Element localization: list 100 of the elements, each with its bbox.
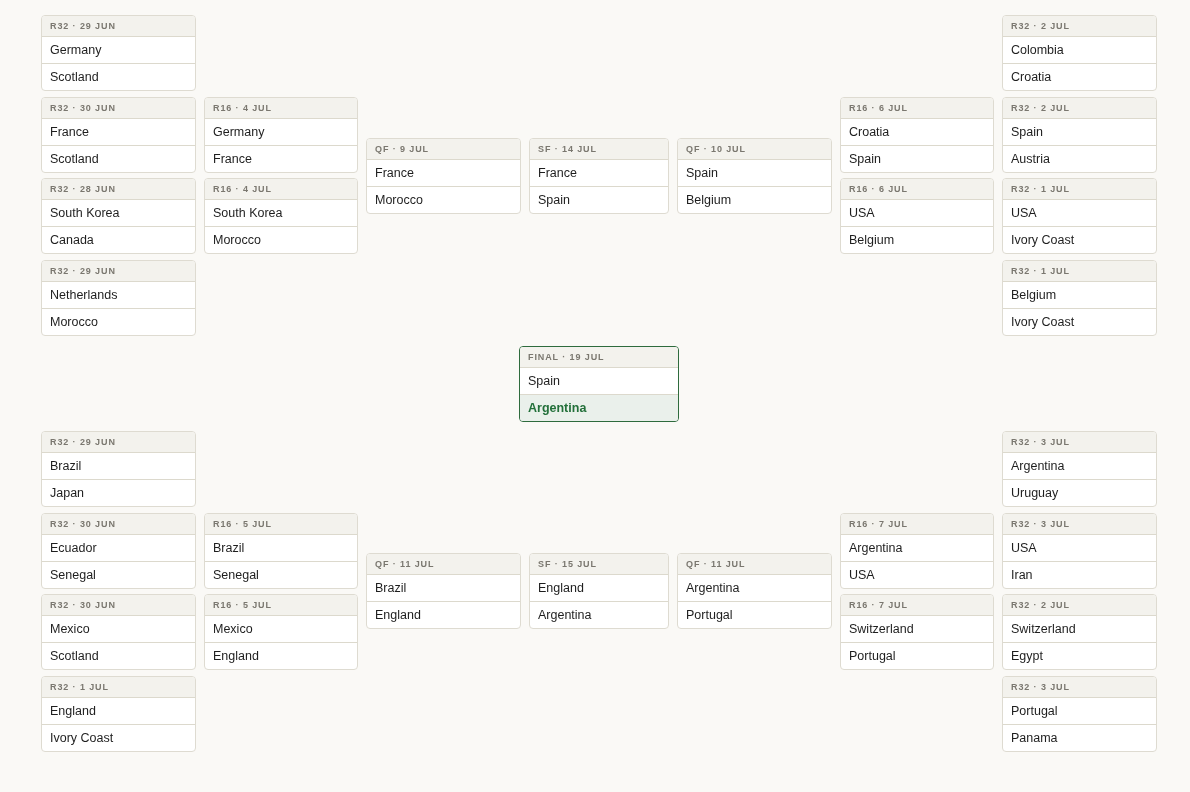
match-card <box>204 97 358 173</box>
match-card <box>41 594 196 670</box>
match-card <box>41 15 196 91</box>
team-name: England <box>42 697 195 724</box>
match-card <box>41 513 196 589</box>
match-card <box>840 594 994 670</box>
team-name: Mexico <box>205 615 357 642</box>
match-round-date: R16 · 6 JUL <box>841 98 993 118</box>
match-round-date: R16 · 5 JUL <box>205 514 357 534</box>
match-card <box>41 676 196 752</box>
match-card <box>677 138 832 214</box>
match-card <box>1002 594 1157 670</box>
team-name: Senegal <box>205 561 357 588</box>
match-card <box>41 178 196 254</box>
match-round-date: R32 · 3 JUL <box>1003 677 1156 697</box>
team-name: Scotland <box>42 145 195 172</box>
match-card <box>204 513 358 589</box>
match-round-date: R16 · 4 JUL <box>205 179 357 199</box>
match-round-date: QF · 11 JUL <box>678 554 831 574</box>
match-round-date: R32 · 29 JUN <box>42 261 195 281</box>
team-name: Argentina <box>678 574 831 601</box>
team-name: Germany <box>42 36 195 63</box>
match-card <box>529 138 669 214</box>
team-name: France <box>205 145 357 172</box>
team-name: Switzerland <box>1003 615 1156 642</box>
match-card <box>204 594 358 670</box>
team-name: France <box>367 159 520 186</box>
match-card <box>1002 676 1157 752</box>
winner-team-name: Argentina <box>520 394 678 421</box>
team-name: Morocco <box>367 186 520 213</box>
match-round-date: R16 · 6 JUL <box>841 179 993 199</box>
match-card <box>1002 178 1157 254</box>
match-round-date: R16 · 7 JUL <box>841 514 993 534</box>
team-name: Belgium <box>1003 281 1156 308</box>
team-name: Uruguay <box>1003 479 1156 506</box>
team-name: Morocco <box>205 226 357 253</box>
team-name: Mexico <box>42 615 195 642</box>
team-name: Spain <box>678 159 831 186</box>
match-round-date: QF · 9 JUL <box>367 139 520 159</box>
team-name: Ivory Coast <box>42 724 195 751</box>
match-round-date: R32 · 3 JUL <box>1003 432 1156 452</box>
team-name: Switzerland <box>841 615 993 642</box>
match-card <box>204 178 358 254</box>
match-card <box>41 97 196 173</box>
team-name: Spain <box>530 186 668 213</box>
match-card <box>529 553 669 629</box>
team-name: Germany <box>205 118 357 145</box>
match-round-date: R16 · 5 JUL <box>205 595 357 615</box>
match-card <box>41 431 196 507</box>
team-name: Ivory Coast <box>1003 226 1156 253</box>
team-name: Croatia <box>841 118 993 145</box>
match-round-date: R32 · 1 JUL <box>1003 261 1156 281</box>
match-round-date: FINAL · 19 JUL <box>520 347 678 367</box>
match-card <box>1002 15 1157 91</box>
team-name: Spain <box>1003 118 1156 145</box>
team-name: Portugal <box>1003 697 1156 724</box>
team-name: Spain <box>841 145 993 172</box>
team-name: Scotland <box>42 63 195 90</box>
match-card <box>840 97 994 173</box>
match-round-date: R32 · 29 JUN <box>42 16 195 36</box>
team-name: Ivory Coast <box>1003 308 1156 335</box>
match-round-date: R32 · 2 JUL <box>1003 595 1156 615</box>
match-card <box>840 178 994 254</box>
team-name: England <box>367 601 520 628</box>
match-round-date: R32 · 30 JUN <box>42 98 195 118</box>
team-name: USA <box>1003 534 1156 561</box>
match-round-date: QF · 10 JUL <box>678 139 831 159</box>
match-round-date: R32 · 3 JUL <box>1003 514 1156 534</box>
team-name: Ecuador <box>42 534 195 561</box>
match-round-date: R16 · 4 JUL <box>205 98 357 118</box>
team-name: Portugal <box>841 642 993 669</box>
match-round-date: R32 · 1 JUL <box>1003 179 1156 199</box>
final-match-card <box>519 346 679 422</box>
match-round-date: R32 · 30 JUN <box>42 595 195 615</box>
team-name: South Korea <box>42 199 195 226</box>
match-round-date: R32 · 2 JUL <box>1003 16 1156 36</box>
team-name: USA <box>1003 199 1156 226</box>
team-name: Panama <box>1003 724 1156 751</box>
match-round-date: SF · 14 JUL <box>530 139 668 159</box>
team-name: Austria <box>1003 145 1156 172</box>
match-card <box>41 260 196 336</box>
team-name: Argentina <box>1003 452 1156 479</box>
team-name: Argentina <box>530 601 668 628</box>
match-round-date: R32 · 28 JUN <box>42 179 195 199</box>
team-name: Argentina <box>841 534 993 561</box>
match-card <box>1002 260 1157 336</box>
match-round-date: R32 · 1 JUL <box>42 677 195 697</box>
team-name: Iran <box>1003 561 1156 588</box>
match-round-date: R32 · 2 JUL <box>1003 98 1156 118</box>
team-name: Croatia <box>1003 63 1156 90</box>
team-name: Brazil <box>205 534 357 561</box>
team-name: Japan <box>42 479 195 506</box>
match-round-date: R32 · 30 JUN <box>42 514 195 534</box>
team-name: France <box>530 159 668 186</box>
team-name: Belgium <box>841 226 993 253</box>
match-round-date: SF · 15 JUL <box>530 554 668 574</box>
team-name: USA <box>841 199 993 226</box>
team-name: USA <box>841 561 993 588</box>
match-card <box>1002 431 1157 507</box>
match-card <box>1002 97 1157 173</box>
